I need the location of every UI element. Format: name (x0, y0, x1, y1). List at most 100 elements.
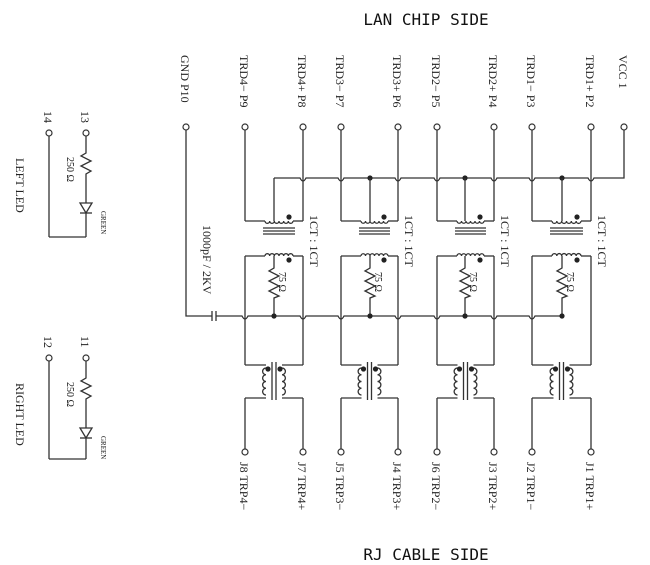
led-pin-label: 14 (41, 111, 55, 123)
resistor-value-label: 75 Ω (564, 272, 575, 292)
junction-dot (552, 366, 559, 372)
resistor-value-label: 75 Ω (372, 272, 383, 292)
junction-dot (265, 366, 271, 372)
transformer-4: 75 Ω 1CT : 1CT (532, 214, 609, 319)
pin-label: TRD4+ P8 (295, 55, 309, 107)
pin-terminal (82, 129, 90, 137)
junction-dot (271, 313, 277, 319)
led-name-label: RIGHT LED (13, 383, 27, 446)
bottom-pin-1: J7 TRP4+ (295, 448, 309, 510)
top-pin-6: TRD2+ P4 (486, 55, 500, 131)
led-resistor-label: 250 Ω (64, 382, 75, 407)
transformer-2: 75 Ω 1CT : 1CT (341, 214, 416, 319)
junction-dot (574, 257, 580, 263)
choke-winding (281, 367, 286, 396)
bottom-pin-0: J8 TRP4− (237, 448, 251, 510)
top-pin-2: TRD4+ P8 (295, 55, 309, 131)
primary-winding (360, 220, 389, 224)
choke-winding (262, 367, 267, 396)
pin-terminal (299, 448, 307, 456)
led-resistor (79, 361, 93, 428)
wiring (185, 130, 625, 365)
pin-label: TRD1+ P2 (583, 55, 597, 107)
led-resistor (79, 136, 93, 203)
led-name-label: LEFT LED (13, 158, 27, 213)
top-pin-0: GND P10 (178, 55, 192, 131)
pin-terminal (433, 448, 441, 456)
center-tap-ground-bus (216, 315, 562, 320)
transformer-ratio-label: 1CT : 1CT (402, 215, 416, 267)
component-labels: 1000pF / 2KV (200, 225, 214, 295)
pin-terminal (528, 123, 536, 131)
pin-label: J3 TRP2+ (486, 462, 500, 510)
top-pin-8: TRD1+ P2 (583, 55, 597, 131)
junction-dot (477, 257, 483, 263)
pin-terminal (587, 123, 595, 131)
rj-cable-side-title: RJ CABLE SIDE (363, 545, 488, 564)
junction-dot (277, 366, 283, 372)
top-pin-3: TRD3− P7 (333, 55, 347, 131)
top-pin-5: TRD2− P5 (429, 55, 443, 131)
pin-label: TRD3− P7 (333, 55, 347, 107)
pin-terminal (490, 448, 498, 456)
pin-terminal (241, 123, 249, 131)
junction-dot (286, 257, 292, 263)
termination-resistor (458, 256, 472, 316)
transformer-ratio-label: 1CT : 1CT (307, 215, 321, 267)
choke-1 (244, 362, 304, 449)
junction-dot (381, 257, 387, 263)
junction-dot (381, 214, 387, 220)
choke-winding (357, 367, 362, 396)
top-pin-4: TRD3+ P6 (390, 55, 404, 131)
transformer-ratio-label: 1CT : 1CT (498, 215, 512, 267)
led-color-label: GREEN (99, 436, 107, 459)
secondary-winding (264, 253, 294, 257)
pin-label: TRD3+ P6 (390, 55, 404, 107)
pin-terminal (433, 123, 441, 131)
pin-terminal (299, 123, 307, 131)
pin-terminal (394, 448, 402, 456)
pin-terminal (337, 448, 345, 456)
termination-resistor (267, 256, 281, 316)
bottom-pin-5: J3 TRP2+ (486, 448, 500, 510)
pin-terminal (490, 123, 498, 131)
choke-winding (377, 367, 382, 396)
led-pin-label: 11 (78, 336, 92, 348)
choke-4 (531, 362, 592, 449)
junction-dot (477, 214, 483, 220)
choke-winding (569, 367, 574, 396)
transformer-ratio-label: 1CT : 1CT (595, 215, 609, 267)
pin-label: J1 TRP1+ (583, 462, 597, 510)
secondary-winding (551, 252, 582, 257)
primary-winding (551, 220, 582, 225)
pin-terminal (82, 354, 90, 362)
pin-terminal (45, 129, 53, 137)
pin-terminal (182, 123, 190, 131)
bottom-pin-3: J4 TRP3+ (390, 448, 404, 510)
top-pin-9: VCC 1 (616, 55, 630, 131)
junction-dot (574, 214, 580, 220)
pin-terminal (620, 123, 628, 131)
junction-dot (372, 366, 379, 372)
common-mode-chokes (244, 362, 592, 449)
pin-label: VCC 1 (616, 55, 630, 89)
pin-label: J6 TRP2− (429, 462, 443, 510)
bottom-pin-2: J5 TRP3− (333, 448, 347, 510)
vcc-center-tap-bus (274, 130, 625, 182)
primary-winding (456, 220, 485, 224)
junction-dot (286, 214, 292, 220)
choke-winding (453, 367, 458, 396)
secondary-winding (456, 253, 485, 257)
secondary-winding (360, 253, 389, 257)
capacitor-label: 1000pF / 2KV (200, 225, 214, 295)
pin-label: J4 TRP3+ (390, 462, 404, 510)
led-diode (78, 427, 94, 440)
pin-terminal (241, 448, 249, 456)
pin-label: GND P10 (178, 55, 192, 103)
